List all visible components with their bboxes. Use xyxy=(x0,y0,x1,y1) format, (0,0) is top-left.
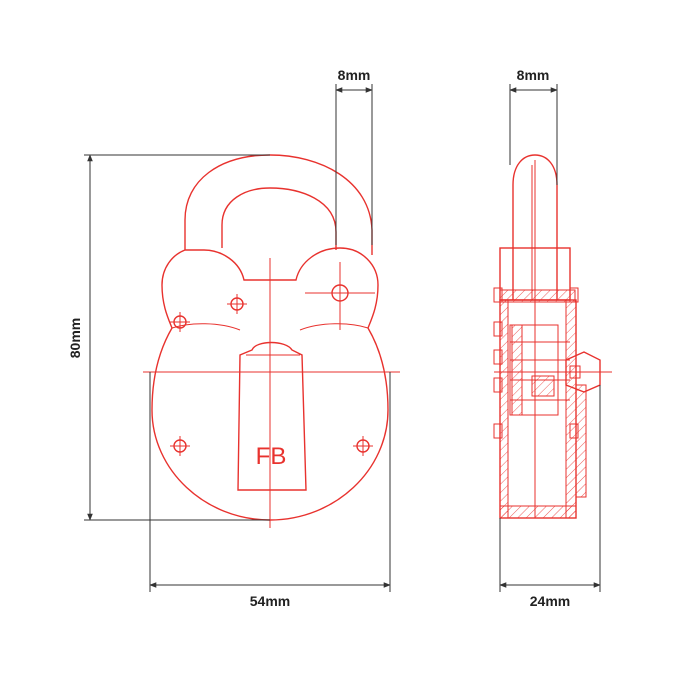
side-bottom-hatch xyxy=(499,505,577,519)
rivet-top-center xyxy=(227,294,247,314)
front-view: FB xyxy=(143,154,400,528)
side-top-hatch xyxy=(499,289,576,303)
pin-3 xyxy=(493,349,503,365)
rivet-top-left xyxy=(170,312,190,332)
dim-80mm-label: 80mm xyxy=(67,318,83,358)
dim-side-8mm-label: 8mm xyxy=(517,67,550,83)
dim-24mm-label: 24mm xyxy=(530,593,570,609)
rivet-shackle-pivot xyxy=(305,262,375,330)
side-view xyxy=(493,154,612,519)
dimensions: 8mm 8mm 80mm 54mm 24mm xyxy=(67,67,601,609)
dim-front-8mm-label: 8mm xyxy=(338,67,371,83)
side-left-wall-hatch xyxy=(499,299,509,519)
front-shackle-outer xyxy=(184,154,373,255)
side-lever-stack xyxy=(509,324,559,416)
dim-54mm-label: 54mm xyxy=(250,593,290,609)
front-right-lobe-edge xyxy=(299,323,369,331)
pin-5 xyxy=(493,423,503,439)
front-body-outline xyxy=(151,247,389,521)
maker-mark: FB xyxy=(256,443,287,470)
pin-1 xyxy=(493,287,503,303)
side-drop-hatch xyxy=(575,384,587,498)
side-lever-hatch xyxy=(511,324,523,416)
side-shackle xyxy=(512,154,558,300)
side-right-wall-hatch xyxy=(565,299,577,519)
pin-4 xyxy=(493,377,503,393)
side-body xyxy=(499,299,577,519)
side-bolt-hatch xyxy=(531,375,555,397)
pin-6 xyxy=(569,287,579,303)
pin-2 xyxy=(493,321,503,337)
rivet-bottom-right xyxy=(353,436,373,456)
front-shackle-inner xyxy=(221,187,337,250)
keyhole-cover xyxy=(237,341,307,491)
rivet-bottom-left xyxy=(170,436,190,456)
front-left-lobe-edge xyxy=(171,323,241,331)
